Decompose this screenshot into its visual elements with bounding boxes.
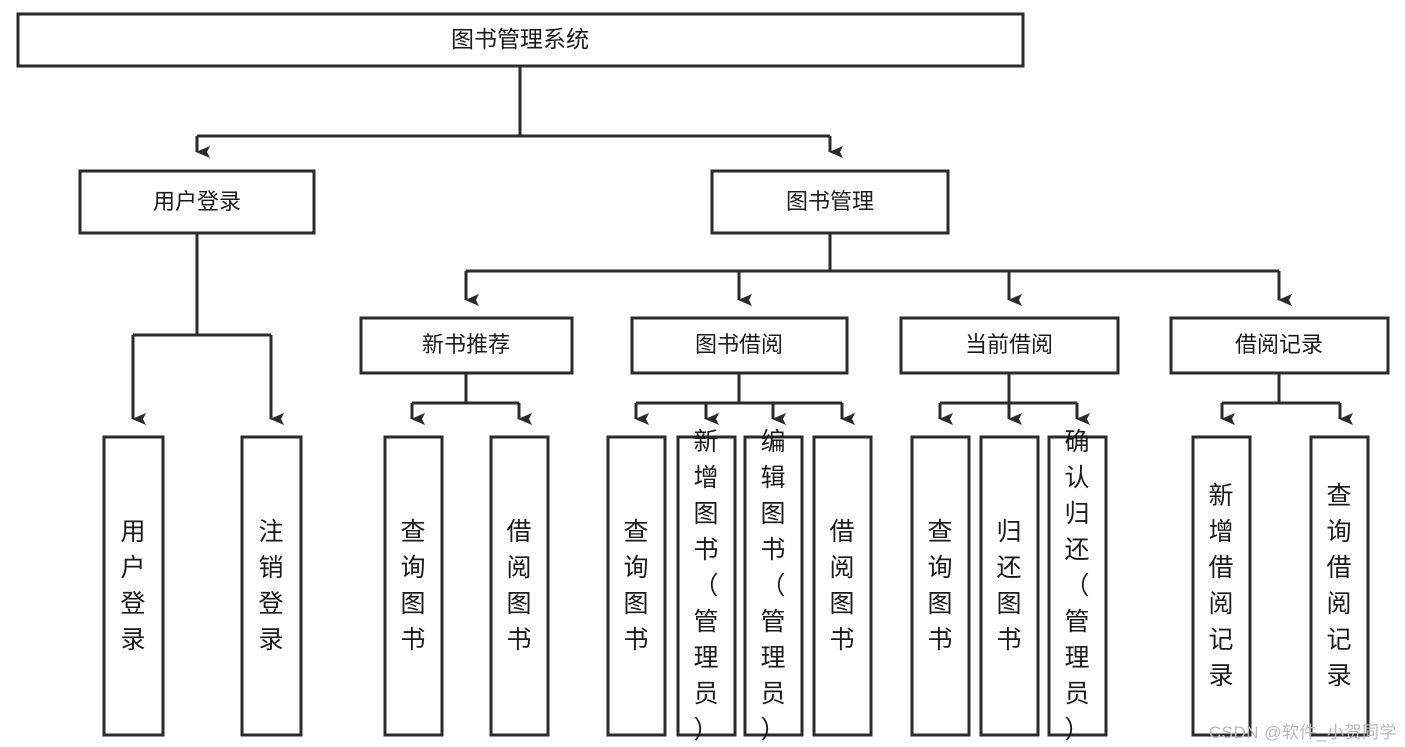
node-borrow-record-label: 借阅记录: [1235, 332, 1323, 357]
node-book-manage[interactable]: 图书管理: [710, 169, 950, 235]
leaf-user-login-1-label: 用户登录: [120, 518, 145, 654]
leaf-new-book-2-label: 借阅图书: [506, 518, 531, 654]
node-book-borrow-box: [630, 316, 849, 375]
leaf-new-book-1-box: [383, 435, 444, 737]
node-book-manage-label: 图书管理: [786, 189, 874, 214]
leaf-current-borrow-2-box: [979, 435, 1040, 737]
leaf-borrow-record-2-label: 查询借阅记录: [1326, 482, 1351, 690]
leaf-user-login-1[interactable]: 用户登录: [102, 435, 165, 737]
node-user-login[interactable]: 用户登录: [78, 169, 316, 235]
leaf-borrow-record-1[interactable]: 新增借阅记录: [1191, 435, 1252, 737]
leaf-borrow-record-2-box: [1309, 435, 1370, 737]
node-new-book-recommend-label: 新书推荐: [422, 332, 510, 357]
leaf-book-borrow-4-label: 借阅图书: [829, 518, 854, 654]
leaf-book-borrow-3-label: 编辑图书（管理员）: [760, 428, 785, 744]
node-book-borrow[interactable]: 图书借阅: [630, 316, 849, 375]
node-borrow-record[interactable]: 借阅记录: [1169, 316, 1390, 375]
node-current-borrow-label: 当前借阅: [965, 332, 1053, 357]
node-root-label: 图书管理系统: [451, 26, 589, 52]
leaf-book-borrow-2-label: 新增图书（管理员）: [693, 428, 718, 744]
leaf-new-book-1-label: 查询图书: [400, 518, 425, 654]
node-root[interactable]: 图书管理系统: [16, 12, 1025, 68]
node-book-manage-box: [710, 169, 950, 235]
leaf-new-book-2-box: [489, 435, 550, 737]
leaf-current-borrow-2[interactable]: 归还图书: [979, 435, 1040, 737]
leaf-current-borrow-2-label: 归还图书: [996, 518, 1021, 654]
leaf-current-borrow-1[interactable]: 查询图书: [910, 435, 971, 737]
node-book-borrow-label: 图书借阅: [695, 332, 783, 357]
leaf-new-book-1[interactable]: 查询图书: [383, 435, 444, 737]
leaf-user-login-1-box: [102, 435, 165, 737]
leaf-book-borrow-2-box: [676, 435, 737, 737]
node-new-book-recommend[interactable]: 新书推荐: [359, 316, 574, 375]
leaf-user-login-2-box: [240, 435, 303, 737]
leaf-book-borrow-2[interactable]: 新增图书（管理员）: [676, 428, 737, 744]
leaf-book-borrow-1-box: [606, 435, 667, 737]
node-current-borrow-box: [899, 316, 1120, 375]
leaf-current-borrow-1-box: [910, 435, 971, 737]
node-current-borrow[interactable]: 当前借阅: [899, 316, 1120, 375]
leaf-book-borrow-4-box: [812, 435, 873, 737]
leaf-user-login-2-label: 注销登录: [258, 518, 283, 654]
node-root-box: [16, 12, 1025, 68]
leaf-book-borrow-3[interactable]: 编辑图书（管理员）: [743, 428, 804, 744]
leaf-current-borrow-3[interactable]: 确认归还（管理员）: [1047, 428, 1108, 744]
csdn-watermark: CSDN @软件_小贺同学: [1208, 723, 1397, 742]
leaf-current-borrow-1-label: 查询图书: [927, 518, 952, 654]
leaf-book-borrow-4[interactable]: 借阅图书: [812, 435, 873, 737]
leaf-borrow-record-1-label: 新增借阅记录: [1208, 482, 1233, 690]
connector-layer: [131, 66, 1353, 425]
leaf-borrow-record-2[interactable]: 查询借阅记录: [1309, 435, 1370, 737]
leaf-user-login-2[interactable]: 注销登录: [240, 435, 303, 737]
leaf-current-borrow-3-label: 确认归还（管理员）: [1064, 428, 1089, 744]
leaf-book-borrow-1[interactable]: 查询图书: [606, 435, 667, 737]
node-new-book-recommend-box: [359, 316, 574, 375]
node-user-login-box: [78, 169, 316, 235]
node-borrow-record-box: [1169, 316, 1390, 375]
leaf-new-book-2[interactable]: 借阅图书: [489, 435, 550, 737]
leaf-current-borrow-3-box: [1047, 435, 1108, 737]
leaf-book-borrow-3-box: [743, 435, 804, 737]
leaf-book-borrow-1-label: 查询图书: [623, 518, 648, 654]
node-user-login-label: 用户登录: [153, 189, 241, 214]
leaf-borrow-record-1-box: [1191, 435, 1252, 737]
